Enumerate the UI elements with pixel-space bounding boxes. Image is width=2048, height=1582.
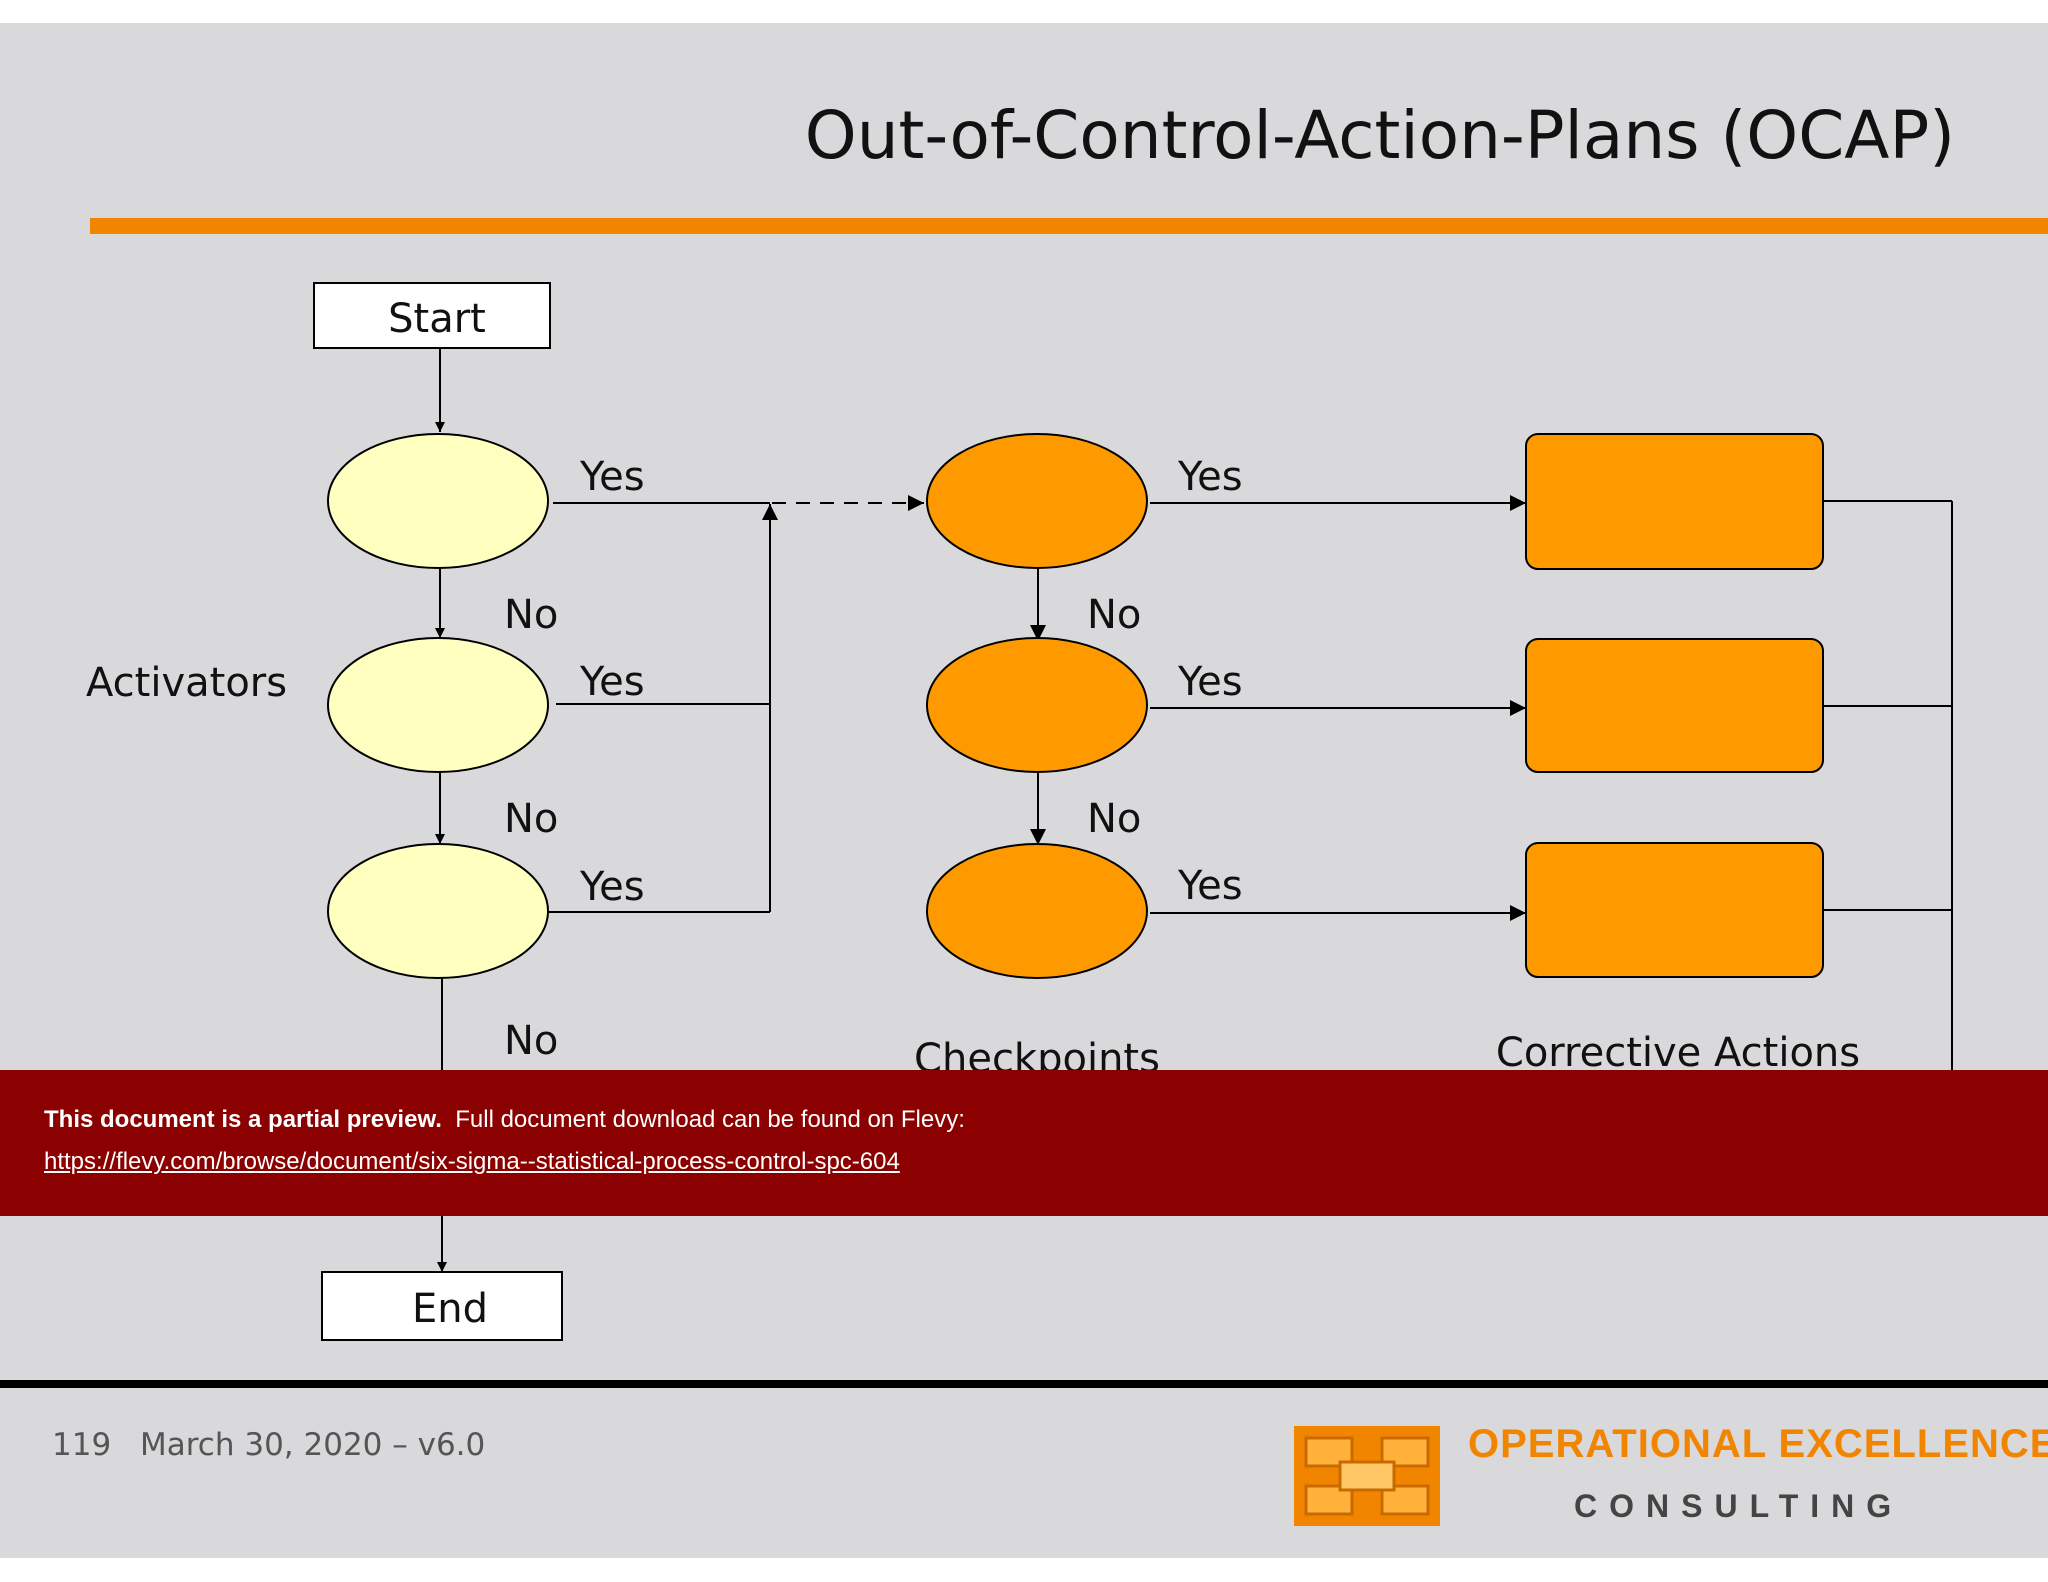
corrective-action-2 bbox=[1525, 638, 1824, 773]
activator-3 bbox=[327, 843, 549, 979]
no-label: No bbox=[504, 1018, 558, 1064]
end-label: End bbox=[412, 1286, 488, 1332]
yes-label: Yes bbox=[1177, 454, 1243, 500]
no-label: No bbox=[504, 796, 558, 842]
yes-label: Yes bbox=[1177, 659, 1243, 705]
page-date-version: March 30, 2020 – v6.0 bbox=[140, 1427, 486, 1463]
page-title: Out-of-Control-Action-Plans (OCAP) bbox=[805, 97, 1955, 174]
corrective-action-3 bbox=[1525, 842, 1824, 978]
checkpoint-3 bbox=[926, 843, 1148, 979]
yes-label: Yes bbox=[579, 659, 645, 705]
banner-bold-text: This document is a partial preview. bbox=[44, 1106, 442, 1133]
page-number: 119 bbox=[52, 1427, 112, 1463]
title-accent-rule bbox=[90, 218, 2048, 234]
no-label: No bbox=[1087, 592, 1141, 638]
logo-sub-text: CONSULTING bbox=[1574, 1488, 1904, 1524]
checkpoint-1 bbox=[926, 433, 1148, 569]
logo-brand-text: OPERATIONAL EXCELLENCE bbox=[1468, 1422, 2048, 1466]
company-logo-icon bbox=[1294, 1426, 1440, 1526]
checkpoint-2 bbox=[926, 637, 1148, 773]
activator-1 bbox=[327, 433, 549, 569]
start-label: Start bbox=[388, 296, 486, 342]
start-box bbox=[313, 282, 551, 349]
yes-label: Yes bbox=[579, 864, 645, 910]
yes-label: Yes bbox=[1177, 863, 1243, 909]
no-label: No bbox=[1087, 796, 1141, 842]
activator-2 bbox=[327, 637, 549, 773]
activators-label: Activators bbox=[86, 660, 287, 706]
corrective-action-1 bbox=[1525, 433, 1824, 570]
yes-label: Yes bbox=[579, 454, 645, 500]
banner-download-link[interactable]: https://flevy.com/browse/document/six-si… bbox=[44, 1148, 900, 1175]
no-label: No bbox=[504, 592, 558, 638]
corrective-actions-label: Corrective Actions bbox=[1496, 1030, 1860, 1076]
footer-rule bbox=[0, 1380, 2048, 1388]
banner-message: This document is a partial preview. Full… bbox=[44, 1106, 965, 1134]
preview-banner: This document is a partial preview. Full… bbox=[0, 1070, 2048, 1216]
banner-text: Full document download can be found on F… bbox=[455, 1106, 965, 1133]
